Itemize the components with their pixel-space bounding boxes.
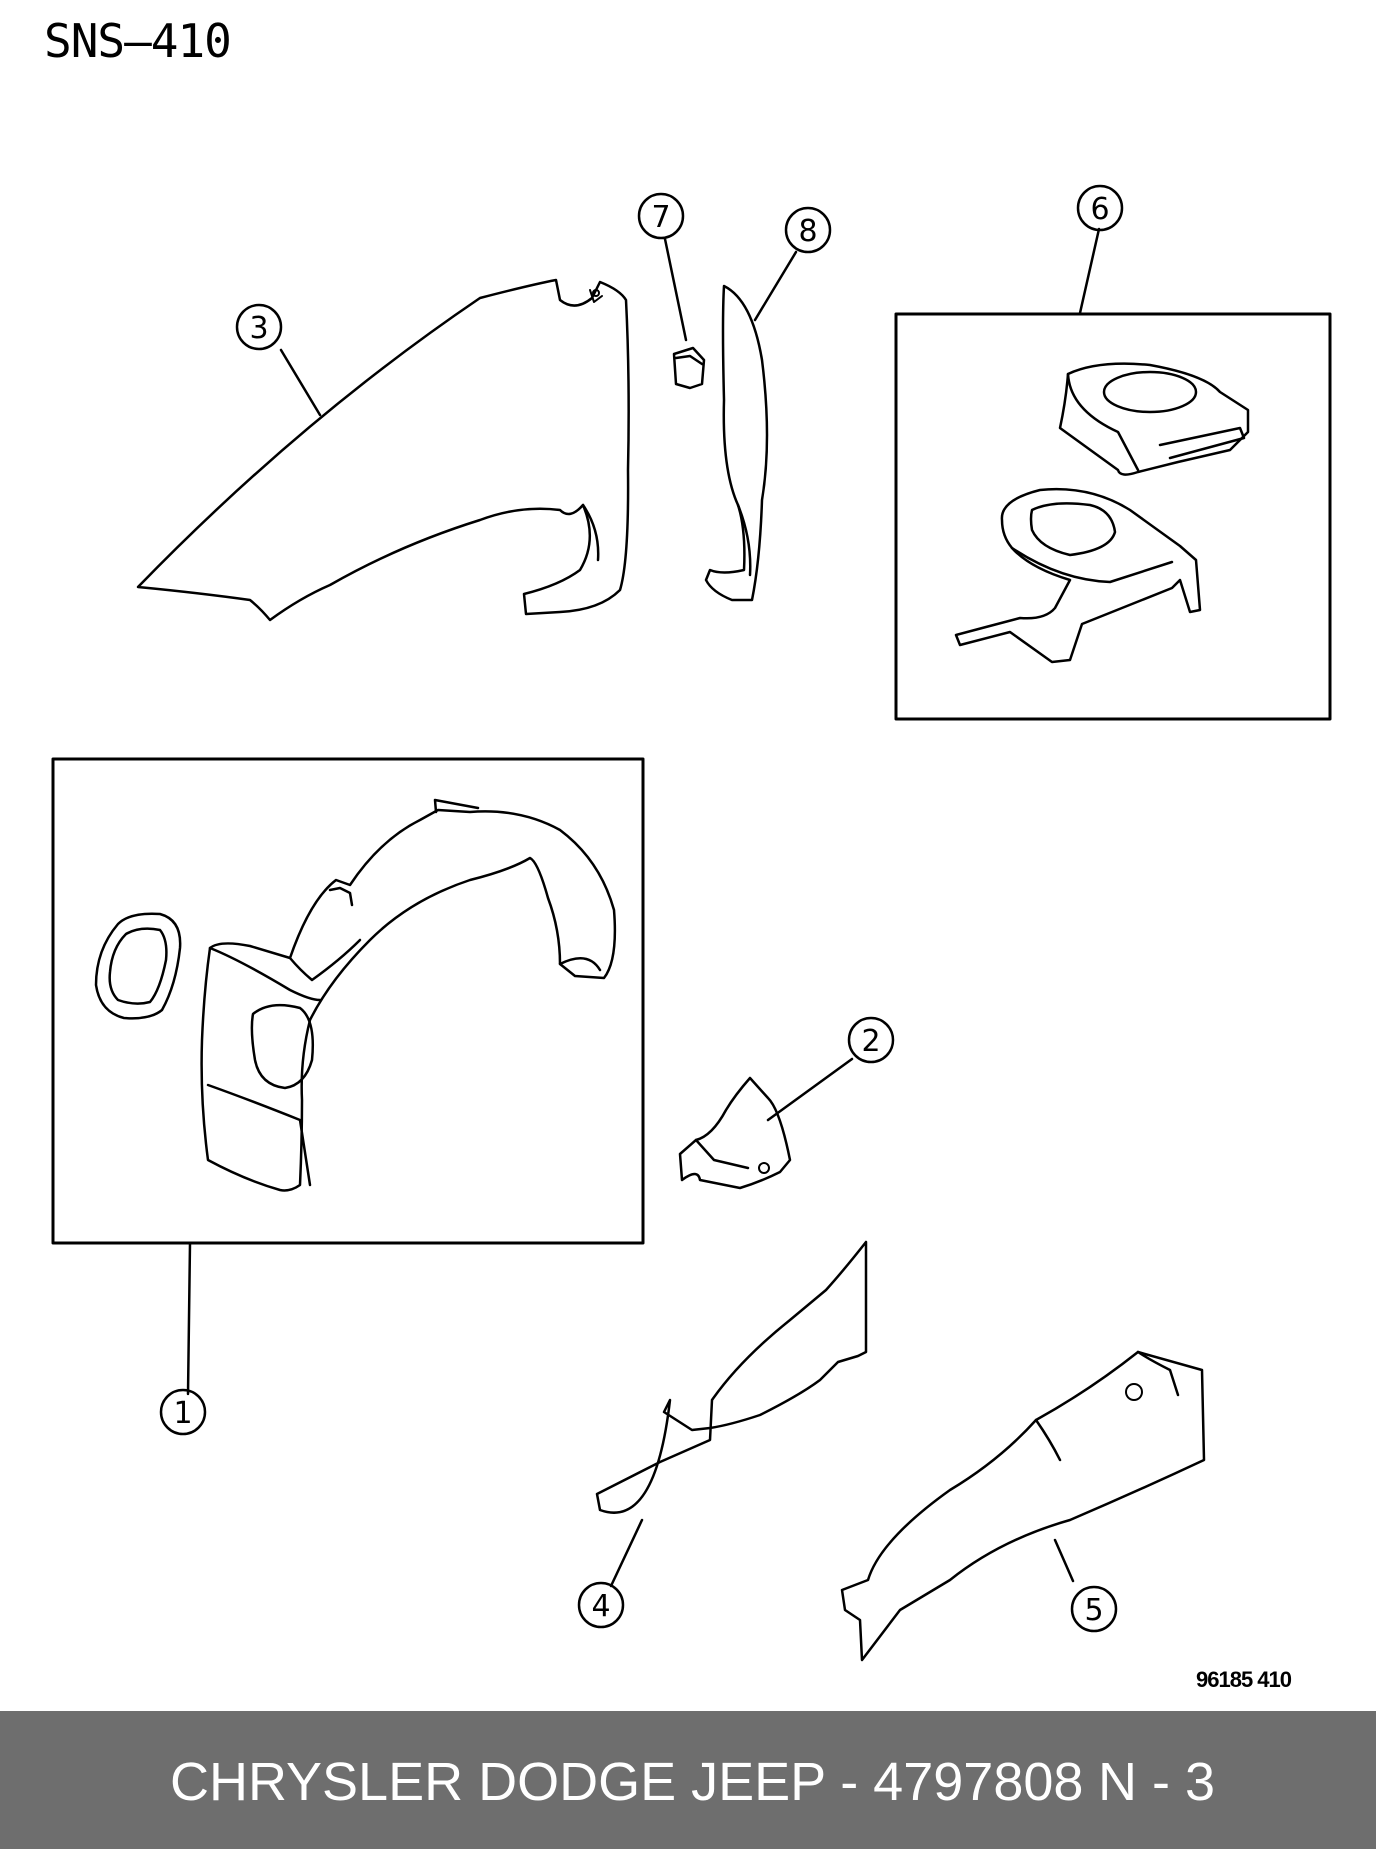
callout-label: 7 bbox=[651, 200, 670, 235]
callout-label: 5 bbox=[1084, 1593, 1103, 1628]
wheelhouse-part bbox=[200, 798, 617, 1192]
footer-bar: CHRYSLER DODGE JEEP - 4797808 N - 3 bbox=[0, 1711, 1376, 1849]
strut-tower-lower bbox=[954, 487, 1202, 664]
rail-part-4 bbox=[595, 1240, 868, 1514]
callout-2: 2 bbox=[847, 1016, 895, 1064]
fender-part bbox=[136, 278, 630, 622]
footer-page-number: N - 3 bbox=[1098, 1752, 1216, 1812]
callout-5: 5 bbox=[1070, 1585, 1118, 1633]
part-1-frame bbox=[51, 757, 645, 1245]
callout-1: 1 bbox=[159, 1388, 207, 1436]
parts-diagram: 1 2 3 4 5 6 7 8 bbox=[51, 184, 1332, 1662]
callout-4: 4 bbox=[577, 1581, 625, 1629]
callout-label: 8 bbox=[798, 214, 817, 249]
part-6-frame bbox=[894, 312, 1332, 721]
callout-6: 6 bbox=[1076, 184, 1124, 232]
callout-label: 3 bbox=[249, 311, 268, 346]
grommet-part bbox=[94, 912, 182, 1020]
callout-label: 4 bbox=[591, 1589, 610, 1624]
diagram-code: SNS–410 bbox=[44, 14, 232, 68]
callout-7: 7 bbox=[637, 192, 685, 240]
strut-tower-upper bbox=[1058, 362, 1250, 476]
bracket-part-7 bbox=[672, 346, 706, 390]
bracket-part-2 bbox=[678, 1076, 792, 1190]
callout-8: 8 bbox=[784, 206, 832, 254]
callout-label: 6 bbox=[1090, 192, 1109, 227]
callout-label: 2 bbox=[861, 1024, 880, 1059]
callout-label: 1 bbox=[173, 1396, 192, 1431]
rail-part-5 bbox=[840, 1350, 1206, 1662]
liner-strip-part-8 bbox=[704, 284, 769, 602]
drawing-reference-number: 96185 410 bbox=[1196, 1667, 1292, 1692]
footer-title: CHRYSLER DODGE JEEP - 4797808 bbox=[170, 1752, 1084, 1812]
callout-3: 3 bbox=[235, 303, 283, 351]
